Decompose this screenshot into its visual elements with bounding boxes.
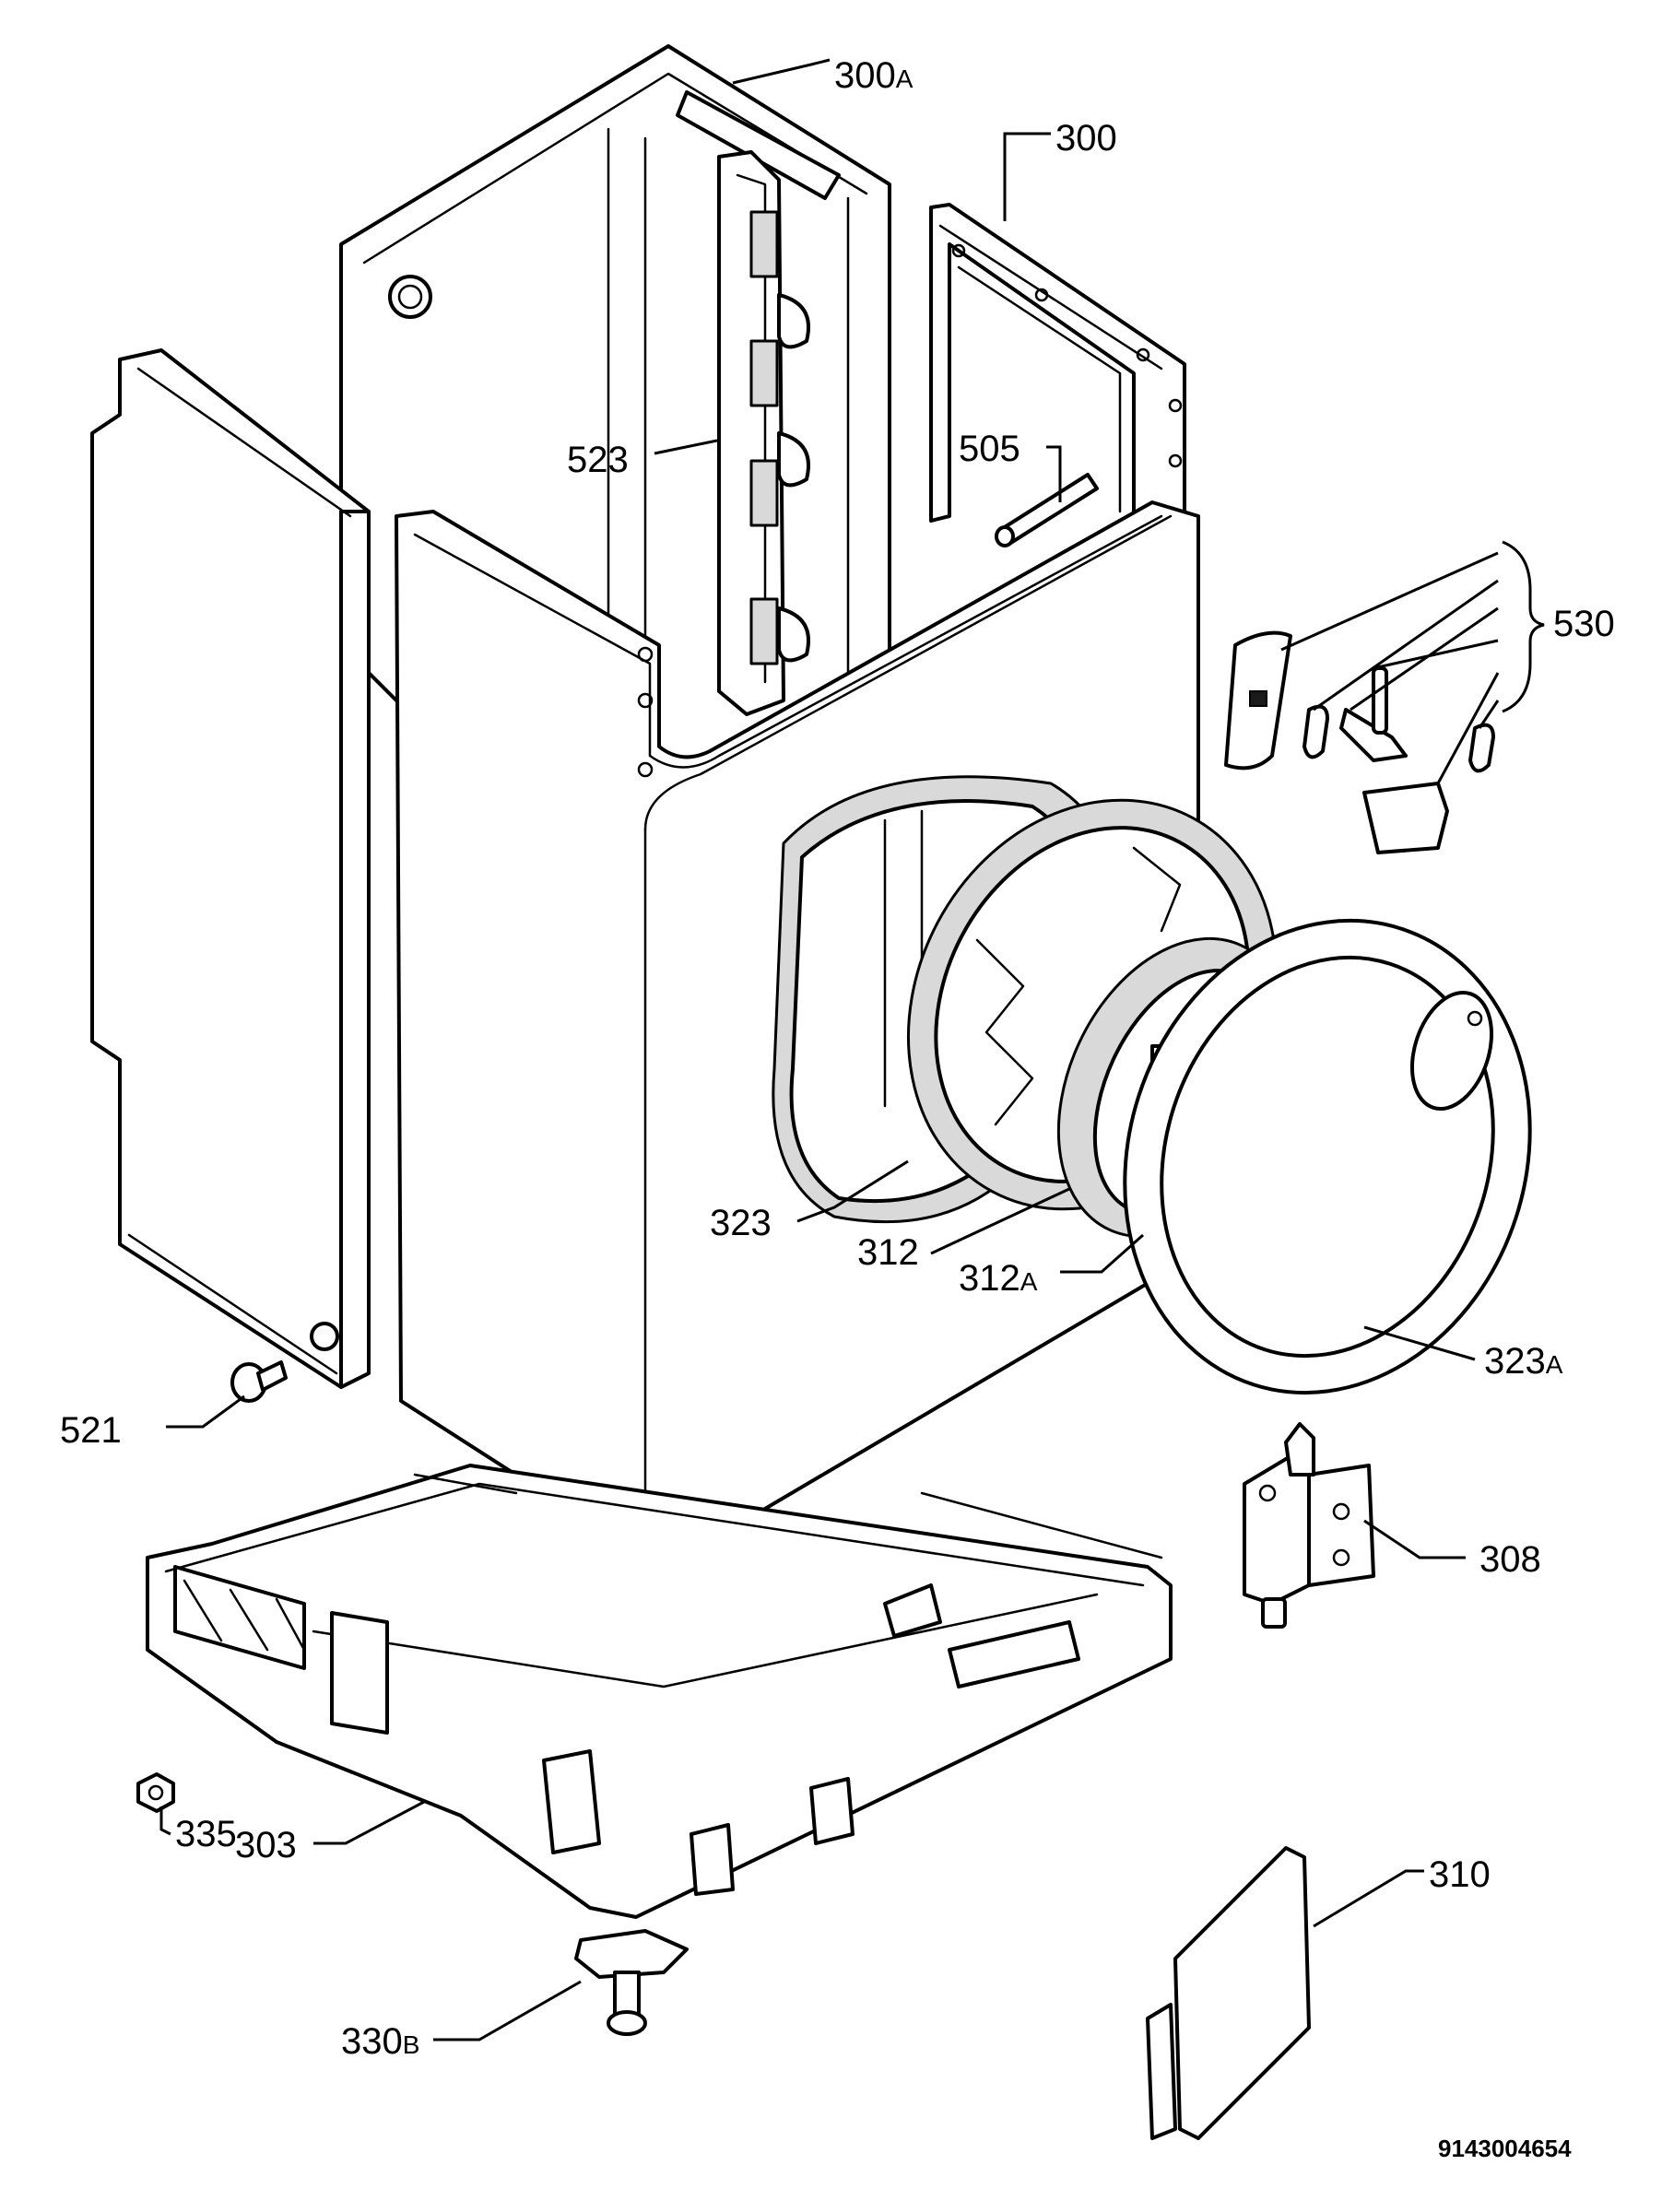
callout-521: 521	[60, 1410, 122, 1451]
side-frame-300	[929, 203, 1186, 532]
callout-335: 335	[175, 1814, 237, 1854]
rod-505	[995, 473, 1099, 547]
nut-335	[136, 1772, 175, 1813]
callout-312a: 312A	[959, 1258, 1038, 1299]
document-number: 9143004654	[1438, 2135, 1572, 2162]
callout-300: 300	[1055, 118, 1117, 159]
callout-312: 312	[857, 1232, 919, 1273]
door-lock-308	[1243, 1422, 1375, 1629]
callout-523: 523	[567, 440, 629, 480]
callout-labels: 300A 300 523 505 530 323 312 312A 323A 5…	[60, 55, 1615, 2062]
callout-323: 323	[710, 1203, 772, 1243]
callout-323a: 323A	[1484, 1341, 1563, 1382]
callout-505: 505	[959, 429, 1020, 469]
hinge-kit-530	[1224, 630, 1495, 854]
callout-330b: 330B	[341, 2021, 419, 2062]
callout-310: 310	[1429, 1854, 1491, 1895]
callout-300a: 300A	[834, 55, 914, 96]
door-outer-ring-323a	[1123, 918, 1532, 1395]
callout-530: 530	[1553, 604, 1615, 644]
leader-lines	[159, 58, 1545, 2041]
callout-308: 308	[1479, 1539, 1541, 1580]
service-flap-310	[1146, 1846, 1311, 2140]
base-frame-303	[146, 1464, 1173, 1919]
adjustable-foot-330b	[574, 1929, 689, 2036]
support-rail-523	[717, 150, 810, 716]
left-side-panel	[90, 348, 371, 1389]
callout-303: 303	[235, 1825, 297, 1865]
screw-521	[230, 1360, 288, 1403]
